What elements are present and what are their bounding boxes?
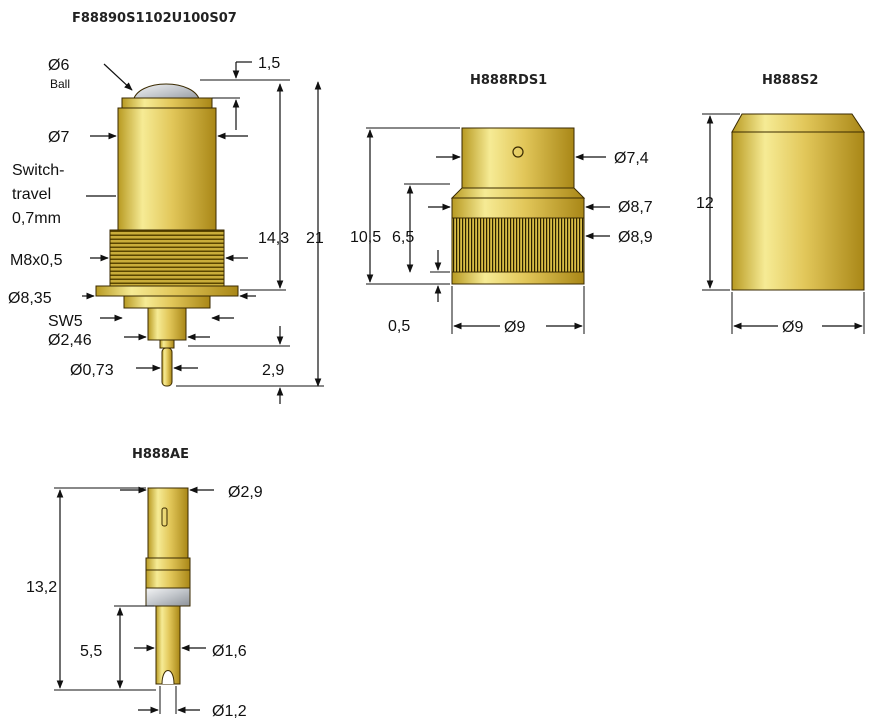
switch-travel-2: travel [12,186,51,203]
body-dia-label: Ø7 [48,129,69,146]
leader-ball [103,63,133,91]
hex-nut [123,295,211,309]
s2-chamfer [731,113,865,133]
rds-shoulder [450,187,586,199]
ae-tip-dia-label: Ø1,2 [212,703,247,720]
ae-ring-1 [145,557,191,571]
rds-mid-dia-label: Ø8,7 [618,199,653,216]
thread [109,229,225,287]
main-part: F88890S1102U100S07 Ø6 Ball 1,5 Ø7 Switch… [8,11,324,404]
flange [95,285,239,297]
ae-top-dia-label: Ø2,9 [228,484,263,501]
ae-ring-2 [145,569,191,589]
body [117,107,217,231]
s2-part: H888S2 12 Ø9 [696,73,865,336]
flange-dia-label: Ø8,35 [8,290,52,307]
s2-title: H888S2 [762,73,818,88]
rds-part: H888RDS1 Ø7,4 Ø8,7 Ø8,9 10,5 6,5 0,5 Ø9 [350,73,653,336]
pin-step [159,339,175,349]
pin-tip [161,347,173,387]
rds-knurl-h-label: 6,5 [392,229,414,246]
rds-height-label: 10,5 [350,229,381,246]
s2-height-label: 12 [696,195,714,212]
rds-knurl-dia-label: Ø8,9 [618,229,653,246]
ball-label: Ball [50,77,70,91]
ball-dia-label: Ø6 [48,57,69,74]
ae-total-h-label: 13,2 [26,579,57,596]
rds-hole [512,146,524,158]
pin-base [147,307,187,341]
s2-dia-label: Ø9 [782,319,803,336]
pin-dia-label: Ø2,46 [48,332,92,349]
total-len-label: 21 [306,230,324,247]
ae-pin-split [161,670,175,685]
rds-mid [451,197,585,219]
rds-knurl [451,217,585,273]
ae-pin-dia-label: Ø1,6 [212,643,247,660]
rds-top-dia-label: Ø7,4 [614,150,649,167]
rds-base-off-label: 0,5 [388,318,410,335]
ae-insulator [145,587,191,607]
body-len-label: 14,3 [258,230,289,247]
wrench-label: SW5 [48,313,83,330]
thread-label: M8x0,5 [10,252,63,269]
ae-top [147,487,189,559]
ae-slot [161,507,168,527]
rds-base-dia-label: Ø9 [504,319,525,336]
switch-travel-1: Switch- [12,162,64,179]
ae-title: H888AE [132,447,189,462]
top-offset-label: 1,5 [258,55,280,72]
tip-dia-label: Ø0,73 [70,362,114,379]
s2-body [731,131,865,291]
rds-base [451,271,585,285]
ae-pin-h-label: 5,5 [80,643,102,660]
rds-top [461,127,575,189]
top-collar [121,97,213,109]
main-part-title: F88890S1102U100S07 [72,11,237,26]
pin-len-label: 2,9 [262,362,284,379]
ae-part: H888AE 13,2 5,5 Ø2,9 Ø1,6 Ø1,2 [26,447,263,720]
switch-travel-3: 0,7mm [12,210,61,227]
rds-title: H888RDS1 [470,73,547,88]
